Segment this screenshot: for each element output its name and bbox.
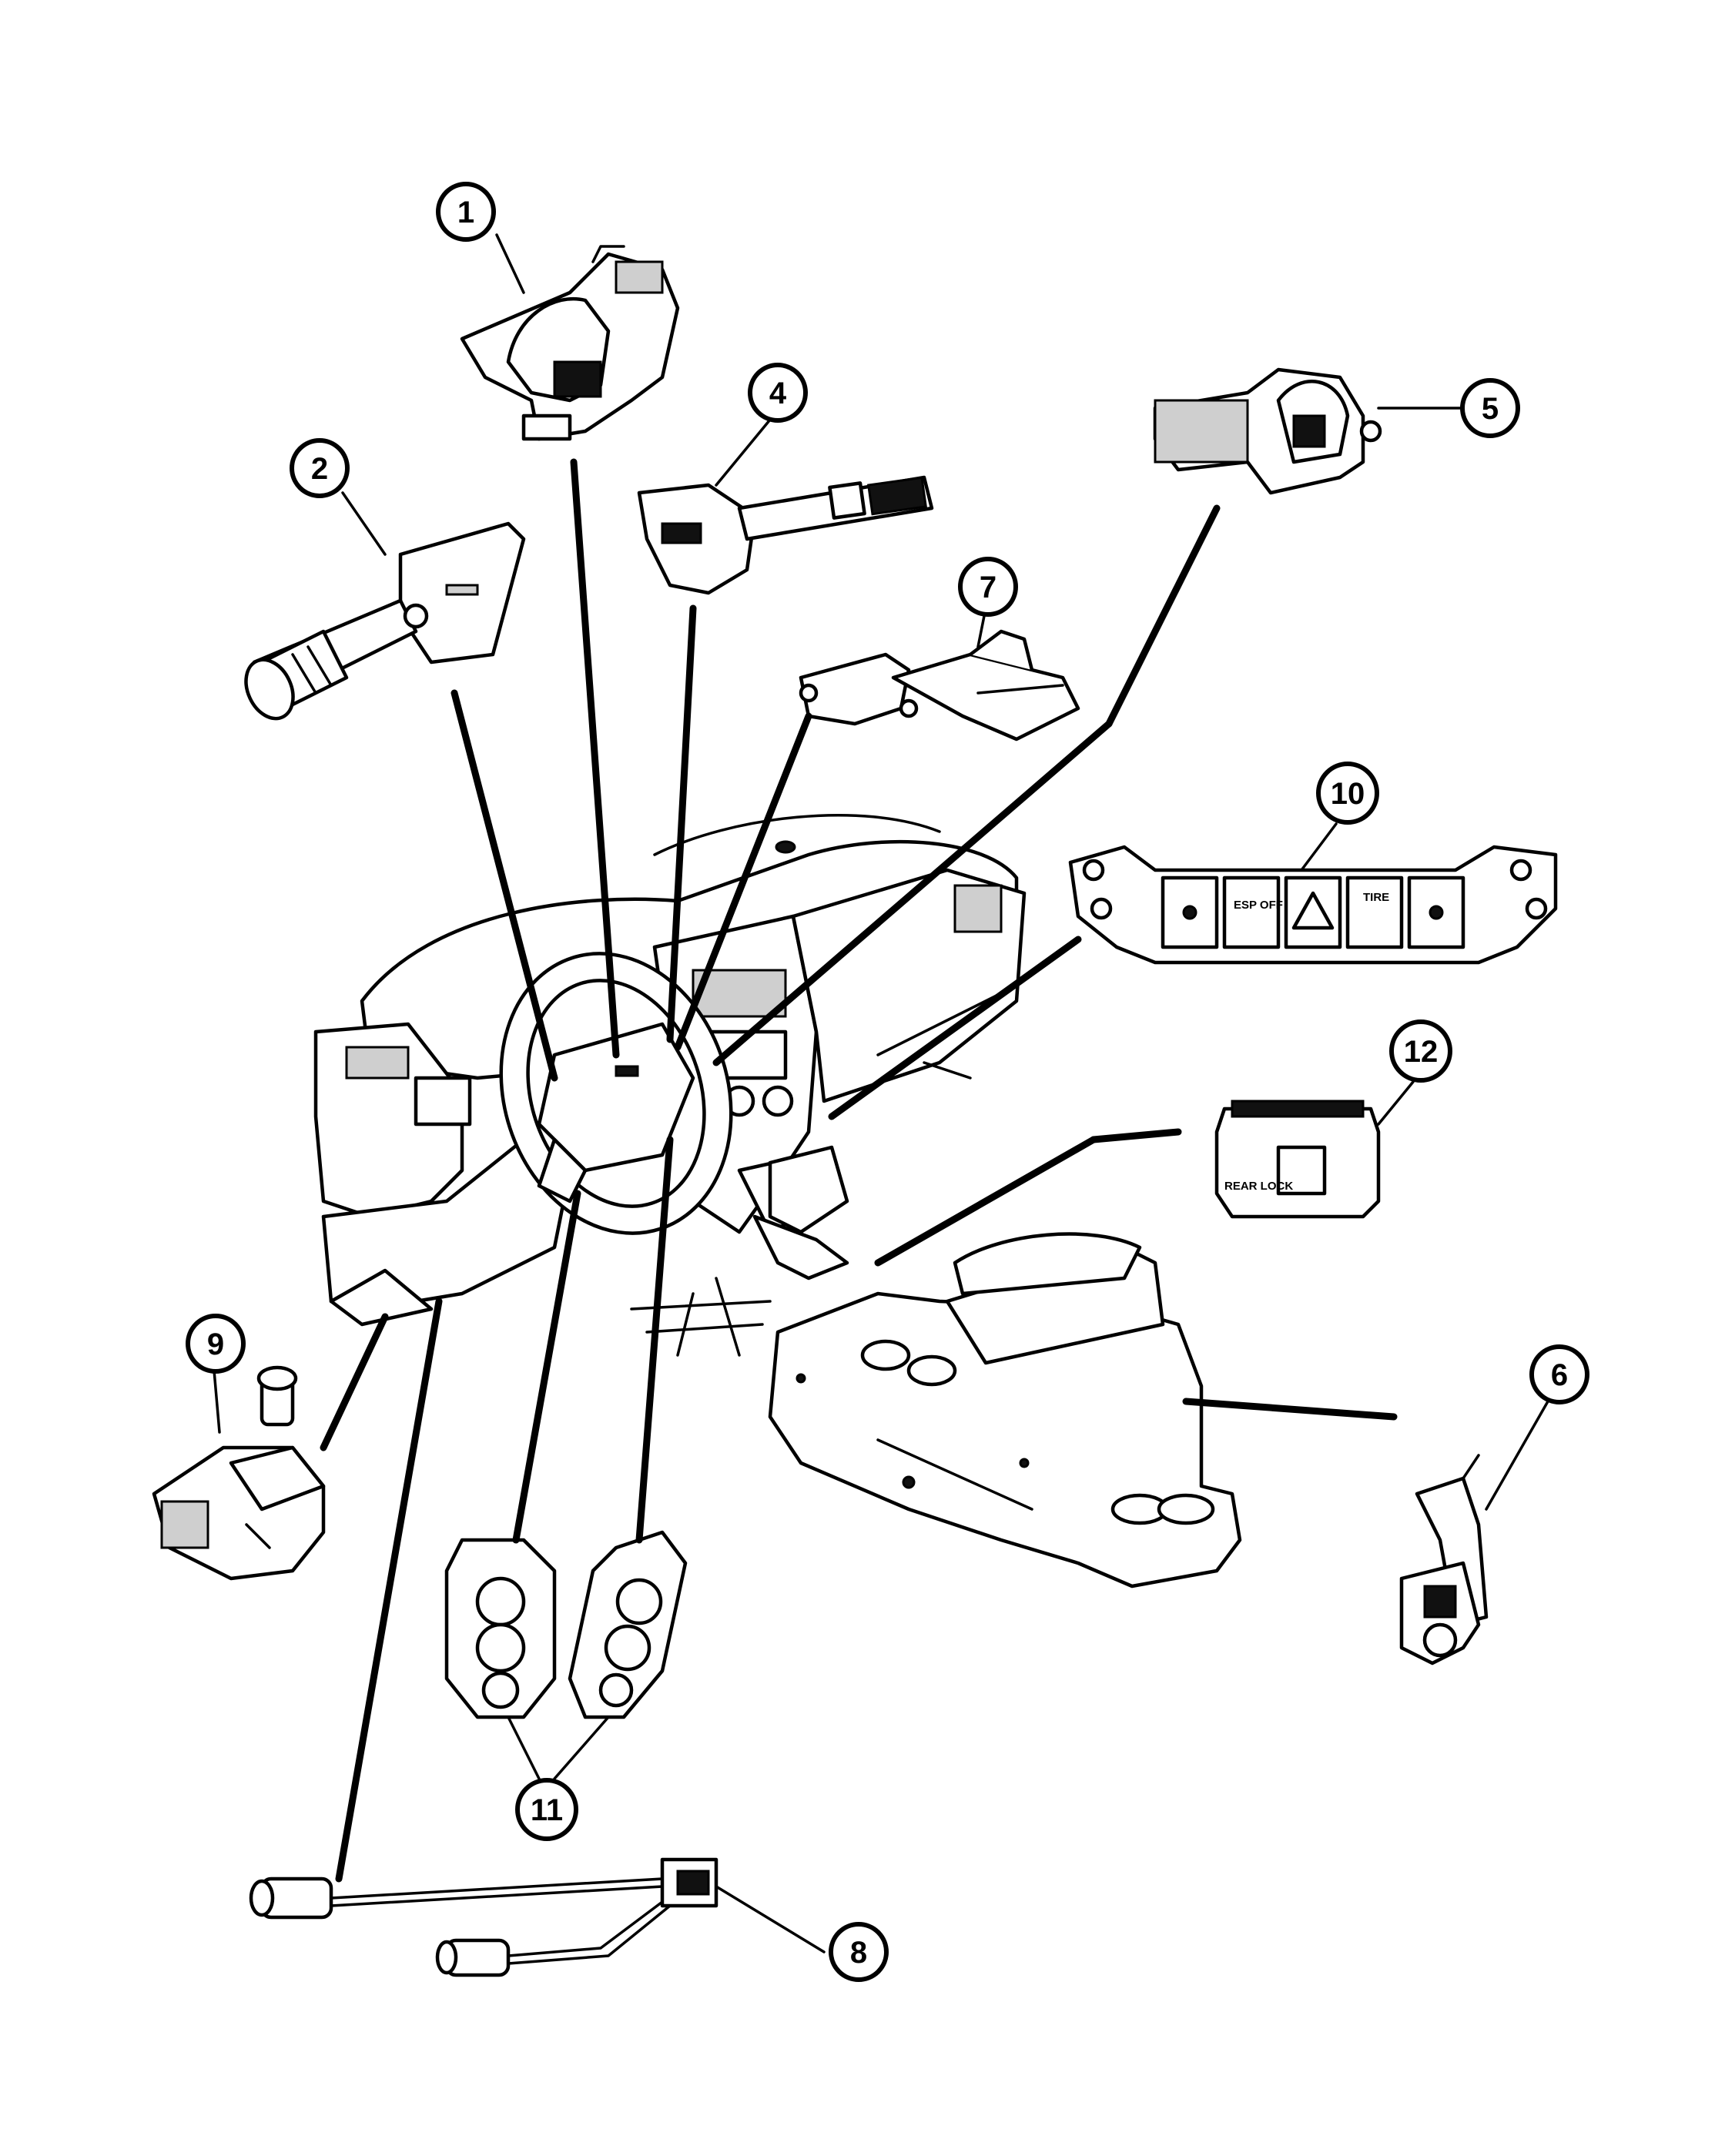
callout-5: 5 bbox=[1460, 378, 1520, 438]
part-12-rear-lock-switch: REAR LOCK bbox=[1214, 1100, 1381, 1219]
callout-2: 2 bbox=[290, 438, 350, 498]
callout-11-label: 11 bbox=[531, 1793, 563, 1827]
callout-9-label: 9 bbox=[207, 1327, 224, 1361]
callout-10-label: 10 bbox=[1331, 777, 1365, 811]
callout-5-label: 5 bbox=[1482, 392, 1499, 426]
part-5-ignition-switch bbox=[1153, 367, 1382, 495]
callout-1-label: 1 bbox=[457, 196, 474, 229]
callout-2-label: 2 bbox=[311, 452, 328, 486]
callout-4-label: 4 bbox=[769, 377, 787, 410]
callout-6-label: 6 bbox=[1551, 1358, 1568, 1392]
part-1-multifunction-switch bbox=[460, 245, 680, 441]
switch-tire-label: TIRE bbox=[1363, 891, 1389, 904]
floor-console bbox=[752, 1145, 1242, 1589]
part-2-turn-signal-switch bbox=[244, 521, 526, 721]
callout-7-label: 7 bbox=[980, 571, 996, 604]
callout-6: 6 bbox=[1529, 1344, 1589, 1404]
part-8-harness bbox=[249, 1857, 718, 1977]
callout-8: 8 bbox=[829, 1922, 889, 1982]
part-7-lever-switch bbox=[799, 629, 1080, 742]
part-6-bracket-switch bbox=[1399, 1454, 1489, 1666]
callout-7: 7 bbox=[958, 557, 1018, 617]
callout-12: 12 bbox=[1389, 1019, 1452, 1083]
leader-lines bbox=[213, 233, 1549, 1953]
callout-8-label: 8 bbox=[850, 1936, 867, 1970]
callout-4: 4 bbox=[748, 363, 808, 423]
callout-1: 1 bbox=[436, 182, 496, 242]
part-9-switch bbox=[152, 1365, 326, 1581]
callout-10: 10 bbox=[1316, 762, 1379, 825]
part-10-switch-bank: ESP OFF TIRE bbox=[1068, 845, 1558, 965]
callout-12-label: 12 bbox=[1404, 1035, 1439, 1069]
switch-esp-off-label: ESP OFF bbox=[1234, 899, 1283, 912]
dashboard-assembly bbox=[313, 814, 1027, 1357]
part-11-switch-pod-left bbox=[444, 1538, 557, 1719]
callout-11: 11 bbox=[515, 1778, 578, 1841]
callout-9: 9 bbox=[186, 1314, 246, 1374]
part-11-switch-pod-right bbox=[568, 1530, 688, 1719]
part-4-wiper-switch bbox=[637, 475, 934, 595]
switch-rear-lock-label: REAR LOCK bbox=[1224, 1180, 1293, 1193]
